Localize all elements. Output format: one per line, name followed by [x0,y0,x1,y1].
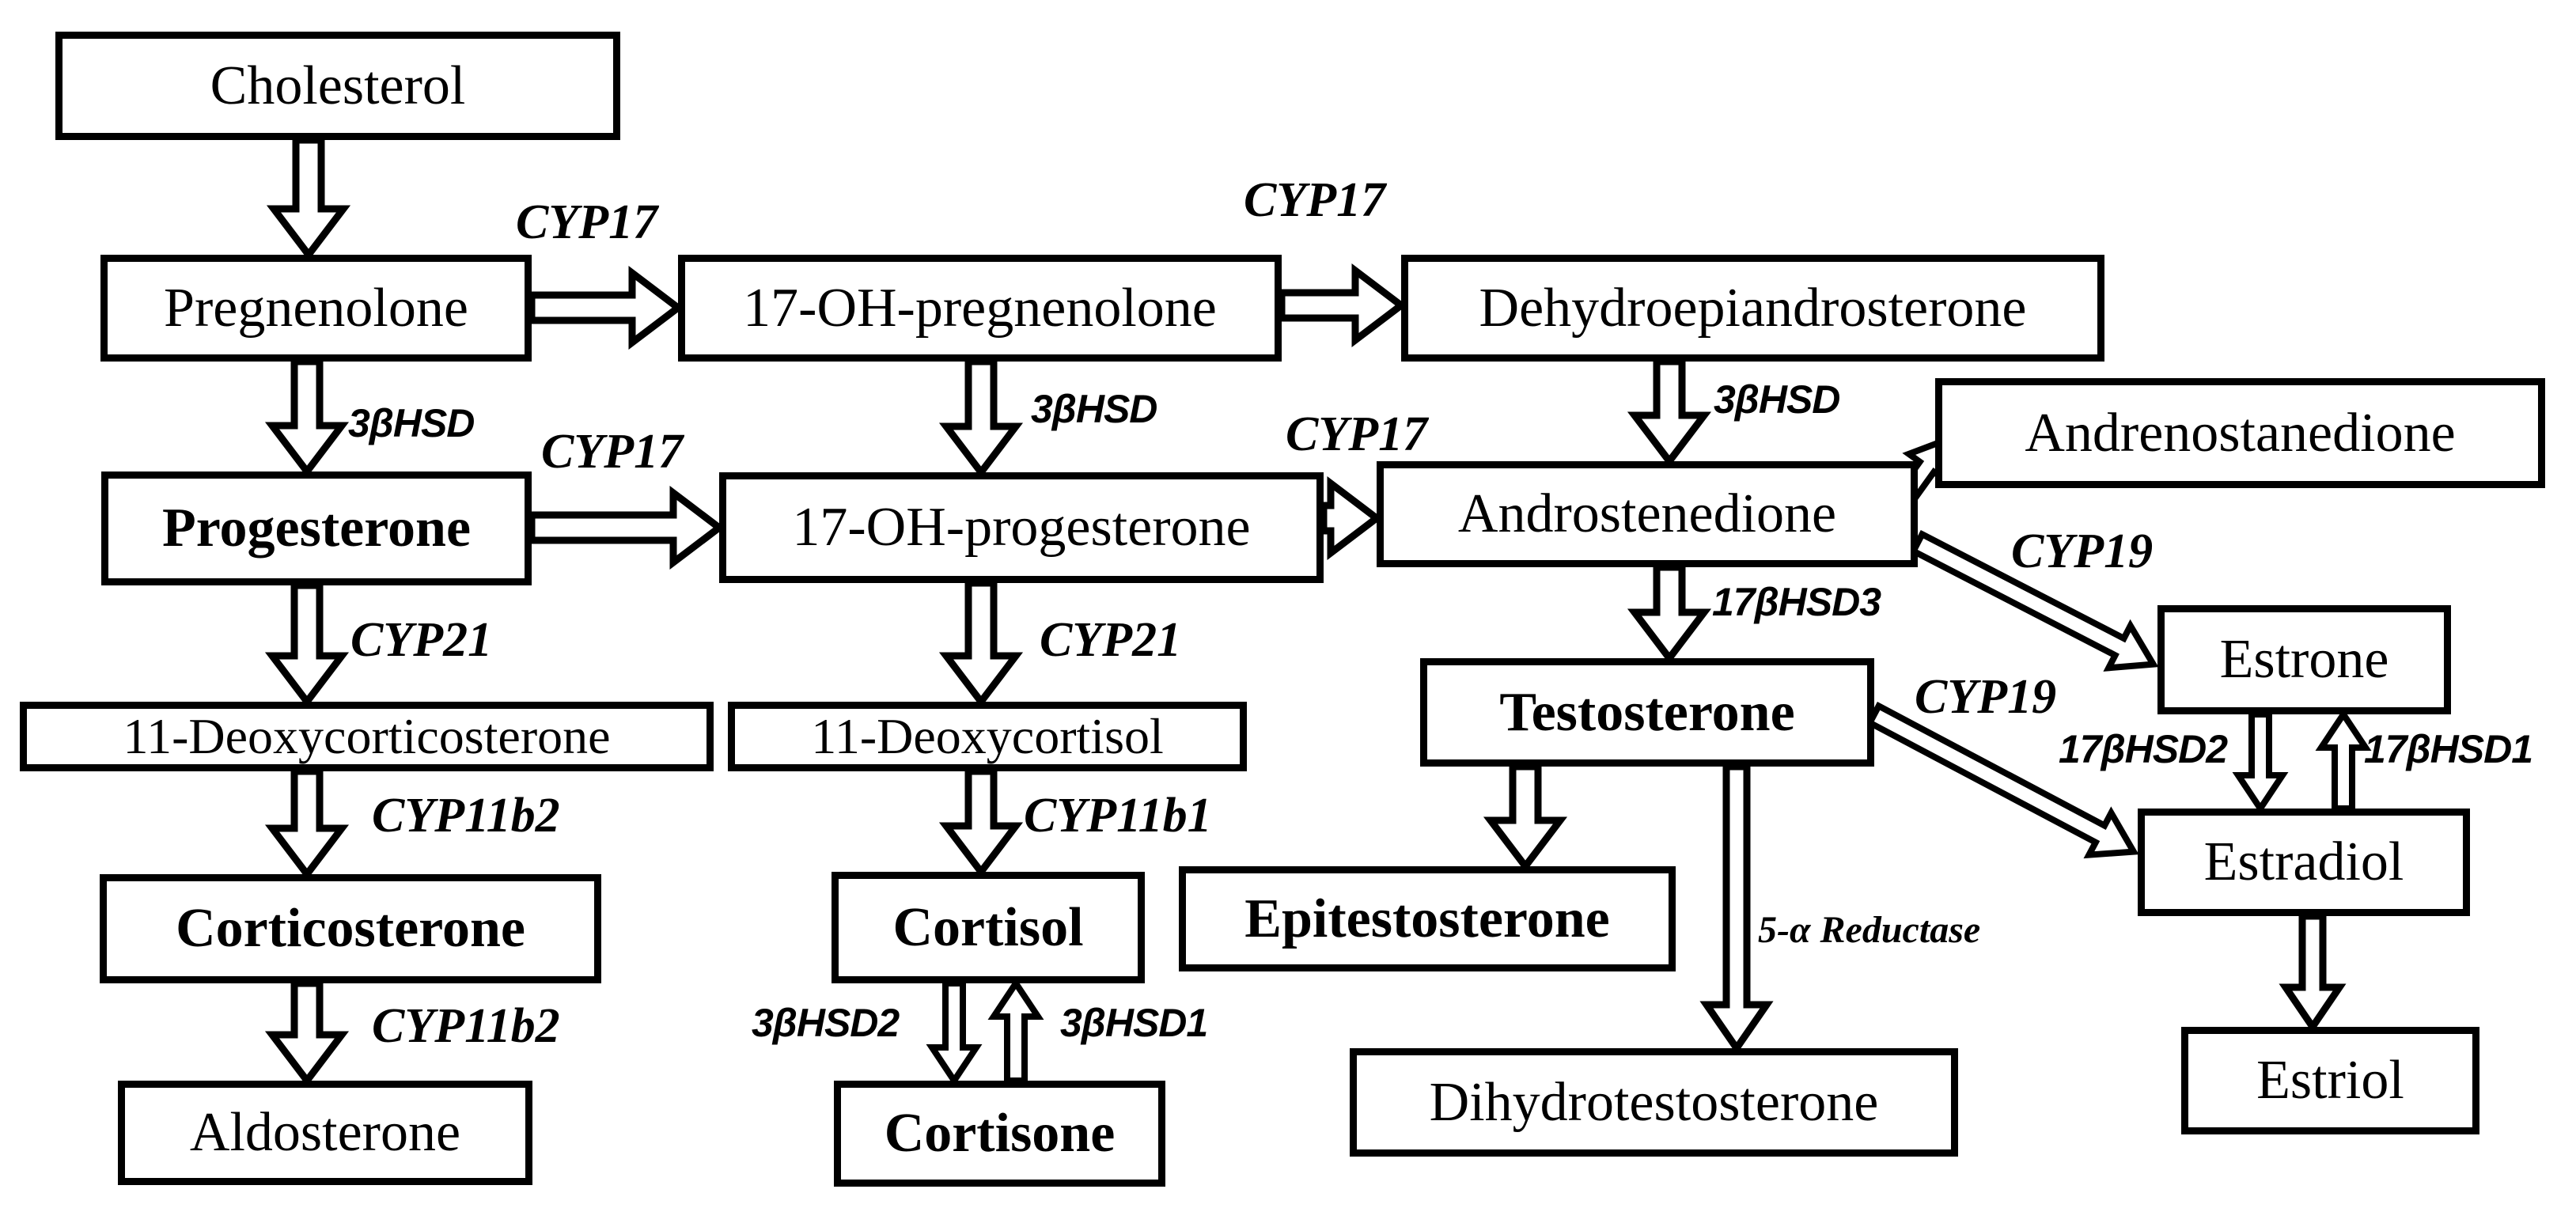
arrow-pregnenolone-17oh-pregnenolone [528,265,684,350]
node-11-deoxycortisol: 11-Deoxycortisol [728,702,1247,771]
arrow-estradiol-estrone [2315,708,2372,812]
node-progesterone: Progesterone [101,471,532,585]
enzyme-label-cyp17-preg: CYP17 [516,195,658,249]
enzyme-label-3bhsd-right: 3βHSD [1714,377,1840,422]
node-17oh-pregnenolone: 17-OH-pregnenolone [678,255,1282,362]
enzyme-label-17bhsd2: 17βHSD2 [2059,727,2228,771]
node-epitestosterone: Epitestosterone [1179,866,1676,971]
arrow-corticosterone-aldosterone [264,979,350,1087]
node-aldosterone: Aldosterone [118,1081,532,1185]
arrow-11-deoxycortisol-cortisol [938,767,1024,878]
arrow-testosterone-estradiol [1865,701,2139,859]
enzyme-label-cyp11b2-aldo: CYP11b2 [372,999,560,1053]
enzyme-label-3bhsd-middle: 3βHSD [1031,387,1157,431]
arrow-progesterone-11-deoxycorticosterone [264,581,350,708]
enzyme-label-5a-reductase: 5-α Reductase [1758,909,1981,951]
node-estriol: Estriol [2181,1027,2479,1134]
node-11-deoxycorticosterone: 11-Deoxycorticosterone [20,702,714,771]
node-estrone: Estrone [2157,605,2451,714]
arrow-cortisol-cortisone [926,980,983,1087]
node-andrenostanedione: Andrenostanedione [1935,378,2545,488]
enzyme-label-cyp21-middle: CYP21 [1040,613,1182,667]
enzyme-label-cyp11b1: CYP11b1 [1024,789,1212,843]
enzyme-label-cyp19-estradiol: CYP19 [1915,670,2057,724]
enzyme-label-17bhsd1: 17βHSD1 [2364,727,2533,771]
arrow-17oh-progesterone-androstenedione [1320,475,1383,561]
arrow-17oh-pregnenolone-dhea [1278,263,1407,348]
enzyme-label-cyp11b2-cortico: CYP11b2 [372,789,560,843]
enzyme-label-cyp17-andro: CYP17 [1286,407,1428,461]
arrow-progesterone-17oh-progesterone [528,485,725,570]
enzyme-label-17bhsd3: 17βHSD3 [1712,580,1881,624]
arrow-pregnenolone-progesterone [264,358,350,478]
node-pregnenolone: Pregnenolone [100,255,532,362]
node-estradiol: Estradiol [2138,809,2470,916]
arrow-estrone-estradiol [2232,711,2289,815]
arrow-testosterone-epitestosterone [1483,763,1568,873]
node-testosterone: Testosterone [1420,658,1874,767]
arrow-androstenedione-testosterone [1627,563,1712,665]
node-dihydrotestosterone: Dihydrotestosterone [1350,1048,1958,1157]
arrow-17oh-progesterone-11-deoxycortisol [938,579,1024,708]
node-dehydroepiandrosterone: Dehydroepiandrosterone [1401,255,2104,362]
arrow-cortisone-cortisol [987,977,1044,1084]
arrow-androstenedione-estrone [1909,529,2159,672]
arrow-17oh-pregnenolone-17oh-progesterone [938,358,1024,479]
arrow-cholesterol-pregnenolone [266,136,351,261]
enzyme-label-3bhsd2: 3βHSD2 [752,1001,900,1045]
enzyme-label-3bhsd1: 3βHSD1 [1060,1001,1208,1045]
node-17oh-progesterone: 17-OH-progesterone [719,472,1324,583]
enzyme-label-cyp17-dhea: CYP17 [1244,173,1386,227]
enzyme-label-cyp19-estrone: CYP19 [2011,525,2154,578]
enzyme-label-3bhsd-left: 3βHSD [348,401,475,445]
node-corticosterone: Corticosterone [100,874,601,983]
arrow-dhea-androstenedione [1627,358,1712,468]
arrow-testosterone-dihydrotestosterone [1699,763,1774,1055]
arrow-estradiol-estriol [2279,912,2347,1034]
node-cortisol: Cortisol [832,872,1145,983]
enzyme-label-cyp17-prog: CYP17 [541,425,684,479]
node-cholesterol: Cholesterol [55,32,620,140]
arrow-11-deoxycorticosterone-corticosterone [264,767,350,880]
node-androstenedione: Androstenedione [1377,461,1918,567]
enzyme-label-cyp21-left: CYP21 [350,613,493,667]
node-cortisone: Cortisone [834,1081,1165,1187]
